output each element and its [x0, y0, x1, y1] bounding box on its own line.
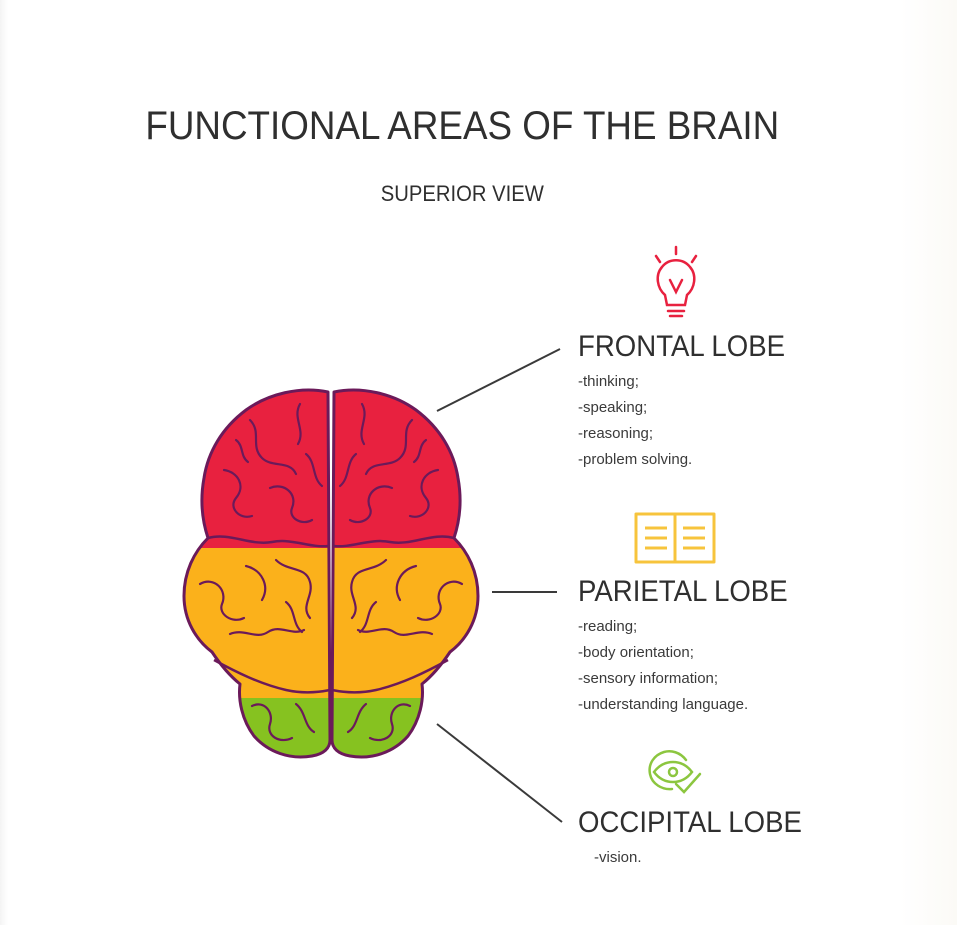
occipital-functions-list: -vision. — [594, 845, 642, 871]
frontal-functions-list: -thinking; -speaking; -reasoning; -probl… — [578, 369, 692, 473]
page-subtitle: SUPERIOR VIEW — [380, 181, 544, 206]
connector-lines — [436, 348, 563, 823]
lightbulb-icon — [654, 245, 698, 318]
list-item: -reading; — [578, 618, 638, 635]
frontal-lobe-label: FRONTAL LOBE — [578, 330, 786, 363]
list-item: -speaking; — [578, 399, 648, 416]
parietal-functions-list: -reading; -body orientation; -sensory in… — [578, 614, 748, 718]
occipital-connector-line — [436, 723, 563, 823]
lobe-boundaries — [207, 535, 455, 694]
list-item: -sensory information; — [578, 670, 719, 687]
frontal-connector-line — [436, 348, 561, 412]
list-item: -vision. — [594, 849, 642, 866]
list-item: -understanding language. — [578, 696, 749, 713]
list-item: -reasoning; — [578, 425, 654, 442]
occipital-lobe-label: OCCIPITAL LOBE — [578, 806, 802, 839]
list-item: -body orientation; — [578, 644, 694, 661]
brain-outline — [182, 388, 480, 759]
list-item: -problem solving. — [578, 451, 693, 468]
page-title: FUNCTIONAL AREAS OF THE BRAIN — [145, 104, 780, 148]
open-book-icon — [634, 512, 716, 564]
eye-icon — [648, 750, 702, 794]
list-item: -thinking; — [578, 373, 639, 390]
brain-folds — [198, 402, 464, 742]
parietal-lobe-label: PARIETAL LOBE — [578, 575, 788, 608]
